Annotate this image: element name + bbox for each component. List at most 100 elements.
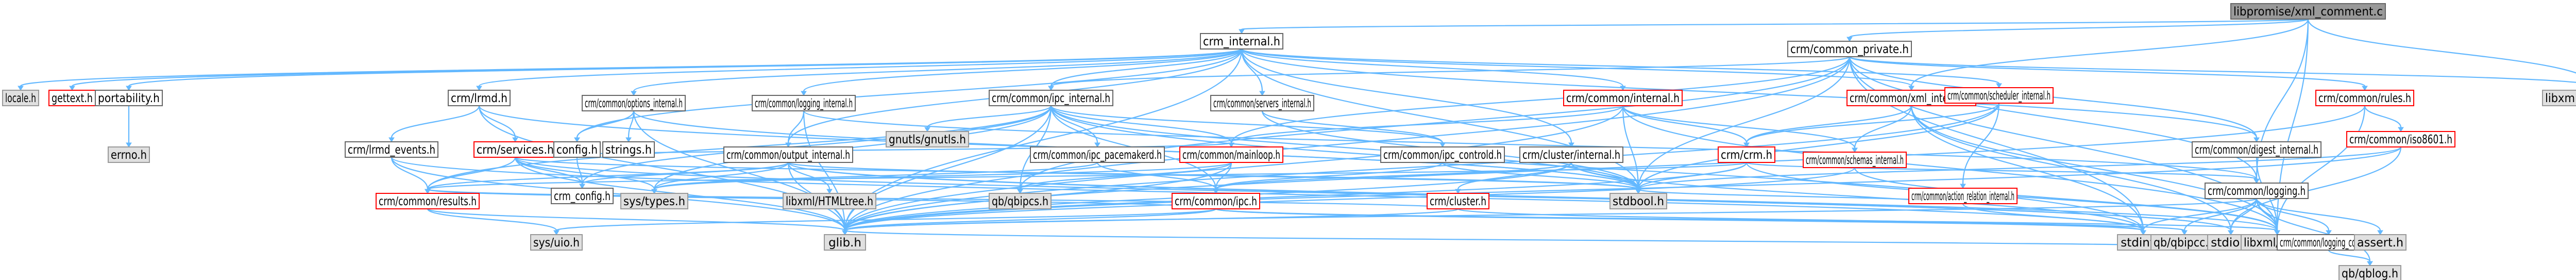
node-crm-common-schemas-internal[interactable]: crm/common/schemas_internal.h	[1803, 152, 1907, 168]
node-crm-cluster-internal[interactable]: crm/cluster/internal.h	[1519, 146, 1623, 163]
edge-crm_common_ipc_internal-to-gnutls	[924, 105, 1052, 132]
node-label: crm/common_private.h	[1790, 43, 1909, 56]
node-box	[602, 141, 655, 158]
node-crm-crm[interactable]: crm/crm.h	[1718, 146, 1775, 163]
node-sys-types[interactable]: sys/types.h	[620, 193, 688, 209]
node-strings[interactable]: strings.h	[602, 141, 655, 158]
node-locale[interactable]: locale.h	[2, 90, 39, 106]
node-box	[1609, 193, 1667, 209]
node-box	[1944, 87, 2054, 104]
node-crm-common-private[interactable]: crm/common_private.h	[1787, 41, 1912, 57]
node-crm-common-results[interactable]: crm/common/results.h	[376, 193, 480, 209]
edge-crm_common_private-to-crm_common_ipc_internal	[1048, 56, 1851, 91]
edge-crm_lrmd-to-glib	[478, 105, 848, 235]
node-crm-common-iso8601[interactable]: crm/common/iso8601.h	[2346, 131, 2455, 147]
node-qb-qbipcs[interactable]: qb/qbipcs.h	[989, 193, 1052, 209]
edge-crm_internal-to-crm_common_options_internal	[631, 48, 1243, 96]
edge-crm_common_internal-to-crm_common_mainloop	[1228, 105, 1624, 147]
edge-crm_common_results-to-glib	[427, 208, 848, 235]
edge-crm_common_logging_compat-to-glib	[842, 229, 2330, 251]
node-libxml-HTMLtree[interactable]: libxml/HTMLtree.h	[783, 193, 876, 209]
node-crm-common-scheduler-internal[interactable]: crm/common/scheduler_internal.h	[1944, 87, 2054, 104]
edge-crm_lrmd_events-to-crm_common_results	[391, 157, 431, 194]
node-sys-uio[interactable]: sys/uio.h	[530, 234, 583, 251]
node-gnutls[interactable]: gnutls/gnutls.h	[886, 131, 969, 147]
node-box	[2542, 90, 2576, 106]
node-root[interactable]: libpromise/xml_comment.c	[2230, 3, 2386, 20]
node-config[interactable]: config.h	[553, 141, 601, 158]
node-label: gnutls/gnutls.h	[889, 133, 966, 146]
node-crm-lrmd[interactable]: crm/lrmd.h	[448, 90, 511, 106]
node-crm-common-action-relation-internal[interactable]: crm/common/action_relation_internal.h	[1908, 188, 2018, 204]
node-crm-common-digest-internal[interactable]: crm/common/digest_internal.h	[2192, 141, 2321, 158]
node-crm-common-ipc[interactable]: crm/common/ipc.h	[1172, 193, 1260, 209]
node-label: crm/common/output_internal.h	[726, 149, 850, 162]
node-crm-common-logging-internal[interactable]: crm/common/logging_internal.h	[752, 95, 856, 111]
node-crm-common-internal[interactable]: crm/common/internal.h	[1563, 90, 1683, 106]
edge-crm_common_logging-to-assert	[2256, 198, 2383, 235]
edge-crm_common_servers_internal-to-crm_common_ipc_controld	[1261, 110, 1446, 147]
edge-crm_crm-to-crm_common_logging	[1745, 161, 2260, 184]
node-stdbool[interactable]: stdbool.h	[1609, 193, 1667, 209]
edge-crm_common_scheduler_internal-to-crm_common_action_relation_internal	[1960, 103, 2000, 189]
node-crm-internal[interactable]: crm_internal.h	[1200, 33, 1283, 50]
node-crm-common-servers-internal[interactable]: crm/common/servers_internal.h	[1210, 95, 1314, 111]
node-box	[824, 234, 866, 251]
node-box	[1787, 41, 1912, 57]
edge-crm_lrmd-to-crm_lrmd_events	[388, 105, 480, 142]
node-label: crm/common/logging_internal.h	[755, 97, 853, 110]
node-crm-services[interactable]: crm/services.h	[473, 141, 557, 158]
node-box	[2150, 234, 2218, 251]
node-crm-common-logging[interactable]: crm/common/logging.h	[2205, 183, 2309, 199]
node-errno[interactable]: errno.h	[108, 146, 150, 163]
node-crm-config[interactable]: crm_config.h	[551, 188, 614, 204]
node-crm-common-ipc-pacemakerd[interactable]: crm/common/ipc_pacemakerd.h	[1030, 146, 1165, 163]
node-box	[989, 193, 1052, 209]
node-qb-qbipcc[interactable]: qb/qbipcc.h	[2150, 234, 2218, 251]
node-qb-qblog[interactable]: qb/qblog.h	[2338, 265, 2401, 280]
edge-crm_cluster_internal-to-crm_common_ipc	[1213, 161, 1572, 194]
edge-root-to-crm_common_private	[1846, 18, 2309, 42]
node-label: config.h	[556, 143, 598, 157]
edge-crm_common_results-to-sys_uio	[427, 208, 560, 235]
node-portability[interactable]: portability.h	[95, 90, 163, 106]
node-box	[108, 146, 150, 163]
edge-crm_cluster-to-stdint	[1457, 208, 2146, 235]
node-label: glib.h	[828, 236, 861, 250]
node-label: crm/common/logging.h	[2208, 185, 2306, 198]
node-box	[2338, 265, 2401, 280]
edge-root-to-libxml_xmlstring	[2307, 19, 2576, 74]
node-label: crm/common/mainloop.h	[1182, 149, 1280, 162]
node-label: crm/common/internal.h	[1566, 92, 1680, 105]
node-crm-common-ipc-internal[interactable]: crm/common/ipc_internal.h	[989, 90, 1113, 106]
node-label: crm/common/results.h	[379, 195, 477, 208]
node-box	[1172, 193, 1260, 209]
node-box	[1179, 146, 1283, 163]
node-crm-common-output-internal[interactable]: crm/common/output_internal.h	[723, 146, 853, 163]
node-box	[1563, 90, 1683, 106]
edge-crm_common_mainloop-to-sys_types	[651, 161, 1232, 194]
node-assert[interactable]: assert.h	[2354, 234, 2406, 251]
node-libxml-xmlstring[interactable]: libxml/xmlstring.h	[2542, 90, 2576, 106]
node-glib[interactable]: glib.h	[824, 234, 866, 251]
node-box	[1380, 146, 1505, 163]
edge-crm_common_logging-to-stdio	[2228, 198, 2258, 235]
node-label: portability.h	[98, 92, 160, 105]
node-crm-cluster[interactable]: crm/cluster.h	[1427, 193, 1489, 209]
node-label: libxml/xmlstring.h	[2545, 92, 2576, 105]
node-label: crm/common/ipc_internal.h	[992, 92, 1110, 105]
node-box	[1803, 152, 1907, 168]
node-box	[2205, 183, 2309, 199]
edge-crm_common_logging_compat-to-qb_qblog	[2328, 250, 2373, 266]
node-label: sys/uio.h	[533, 236, 580, 250]
edge-crm_cluster-to-crm_common_results	[425, 188, 1459, 210]
node-gettext[interactable]: gettext.h	[48, 90, 96, 106]
node-crm-common-rules[interactable]: crm/common/rules.h	[2315, 90, 2414, 106]
node-crm-common-mainloop[interactable]: crm/common/mainloop.h	[1179, 146, 1283, 163]
node-crm-common-options-internal[interactable]: crm/common/options_internal.h	[582, 95, 686, 111]
node-label: crm/common/action_relation_internal.h	[1911, 190, 2014, 203]
node-box	[551, 188, 614, 204]
node-crm-common-ipc-controld[interactable]: crm/common/ipc_controld.h	[1380, 146, 1505, 163]
node-crm-lrmd-events[interactable]: crm/lrmd_events.h	[345, 141, 438, 158]
